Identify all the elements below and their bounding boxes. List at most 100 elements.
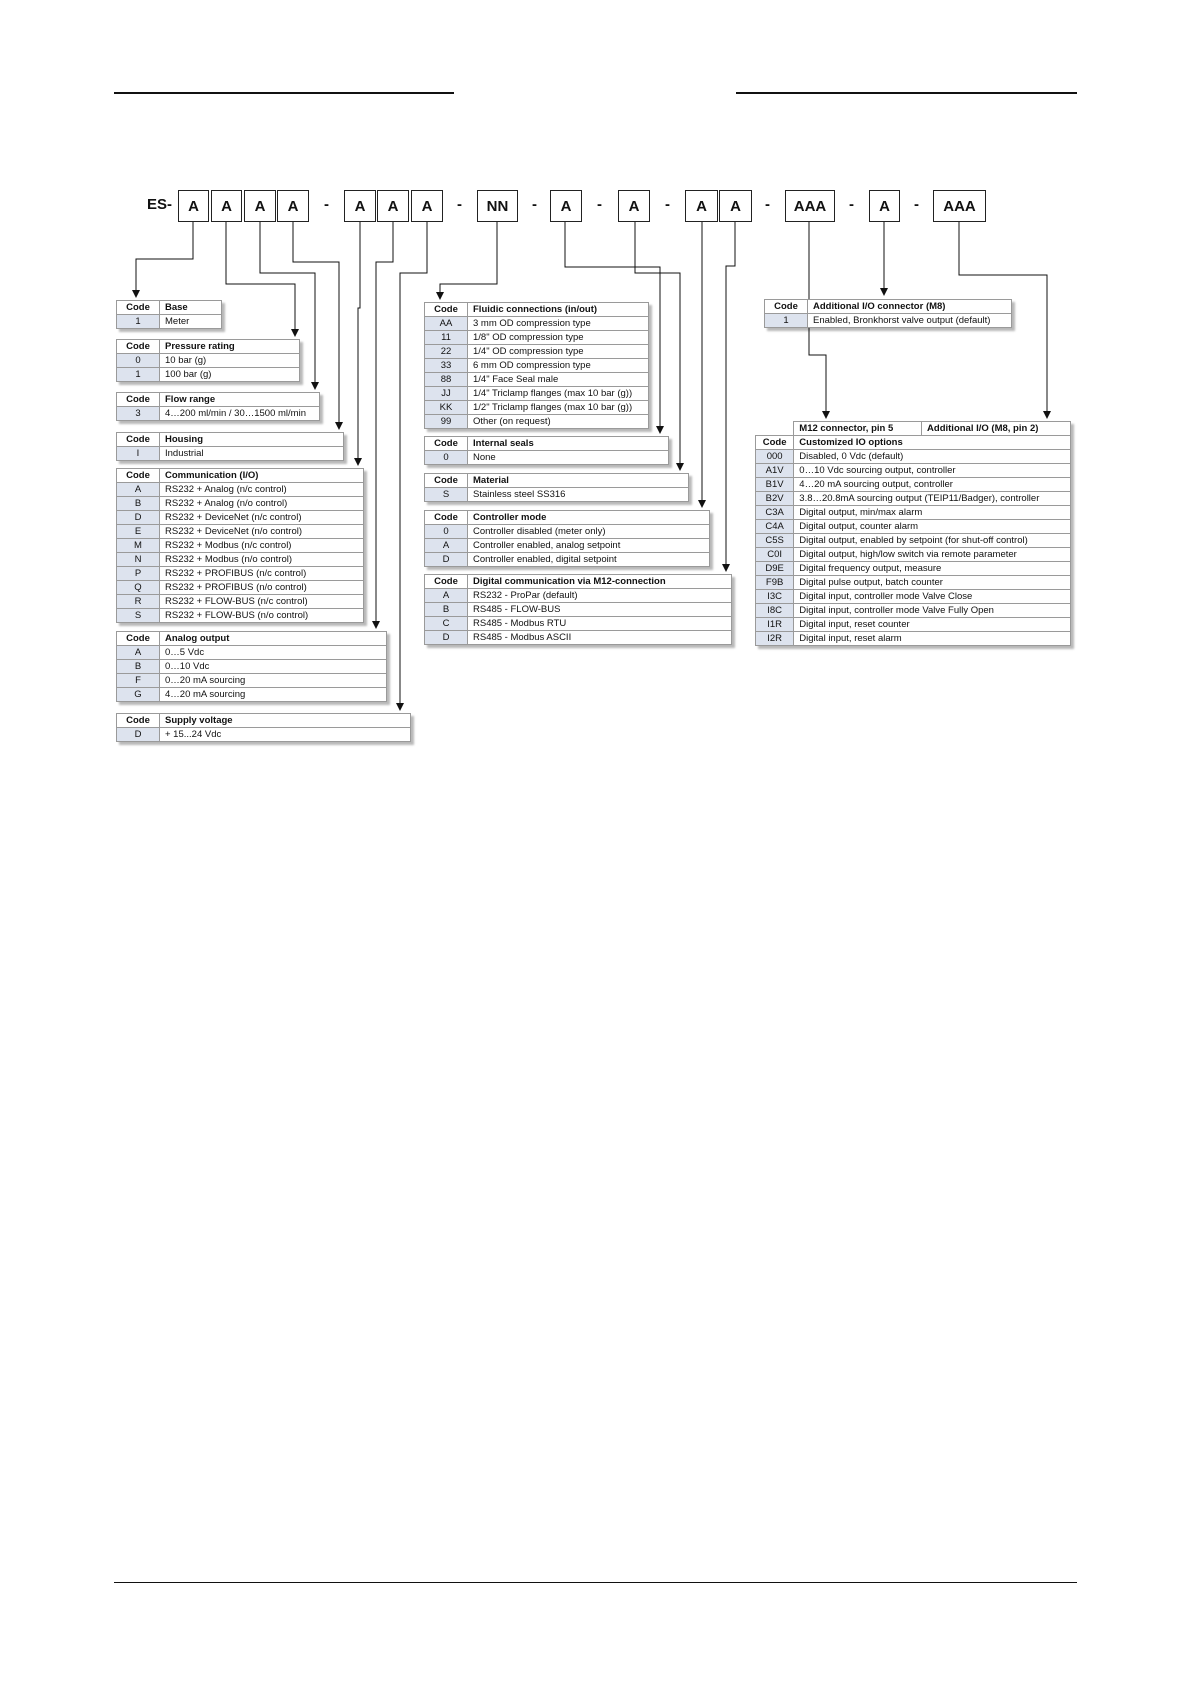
option-code: 0 [424,450,468,465]
table-title: Base [159,300,222,315]
table-row: D+ 15...24 Vdc [116,727,411,742]
code-column-header: Code [116,631,160,646]
wire-analog [372,222,394,629]
separator: - [765,196,770,213]
option-code: S [116,608,160,623]
wire-housing [292,222,343,430]
option-description: 6 mm OD compression type [467,358,649,373]
option-code: D [116,727,160,742]
option-description: 3.8…20.8mA sourcing output (TEIP11/Badge… [793,491,1071,506]
option-description: RS232 + Analog (n/c control) [159,482,364,497]
separator: - [457,196,462,213]
option-description: 0…5 Vdc [159,645,387,660]
option-description: Digital output, counter alarm [793,519,1071,534]
code-segment-custom-io: AAA [933,190,986,222]
option-description: RS485 - Modbus RTU [467,616,732,631]
m8-connector-heading: Additional I/O (M8, pin 2) [921,421,1071,436]
option-code: 000 [754,449,795,464]
wire-supply [396,222,428,711]
code-segment-digital: A [719,190,752,222]
option-code: F [116,673,160,688]
table-title: Controller mode [467,510,710,525]
wire-m12 [808,222,830,419]
code-segment-fluidic: NN [477,190,518,222]
separator: - [597,196,602,213]
option-description: Stainless steel SS316 [467,487,689,502]
option-code: 0 [116,353,160,368]
option-code: C5S [754,533,795,548]
option-description: Digital input, controller mode Valve Ful… [793,603,1071,618]
code-column-header: Code [424,436,468,451]
option-code: S [424,487,468,502]
option-code: R [116,594,160,609]
wire-digital [722,222,736,572]
option-description: Controller enabled, analog setpoint [467,538,710,553]
option-code: 1 [116,367,160,382]
option-code: D9E [754,561,795,576]
option-description: 3 mm OD compression type [467,316,649,331]
option-description: RS232 + Analog (n/o control) [159,496,364,511]
option-code: I [116,446,160,461]
option-code: Q [116,580,160,595]
option-code: 33 [424,358,468,373]
table-title: Material [467,473,689,488]
option-code: C [424,616,468,631]
wire-fluidic [436,222,498,300]
option-code: A [424,588,468,603]
option-description: 4…20 mA sourcing [159,687,387,702]
option-description: 10 bar (g) [159,353,300,368]
option-description: 100 bar (g) [159,367,300,382]
code-segment-controller: A [685,190,718,222]
wire-base [132,222,194,298]
option-code: A [116,482,160,497]
option-description: 4…200 ml/min / 30…1500 ml/min [159,406,320,421]
table-title: Housing [159,432,344,447]
option-code: A [424,538,468,553]
option-description: RS232 + Modbus (n/c control) [159,538,364,553]
option-description: RS232 + FLOW-BUS (n/o control) [159,608,364,623]
option-code: C4A [754,519,795,534]
option-description: Controller enabled, digital setpoint [467,552,710,567]
code-column-header: Code [116,432,160,447]
wire-pressure [225,222,299,337]
option-description: RS485 - FLOW-BUS [467,602,732,617]
option-description: Enabled, Bronkhorst valve output (defaul… [807,313,1012,328]
wire-communication [354,222,362,466]
table-title: Customized IO options [793,435,1071,450]
table-title: Flow range [159,392,320,407]
option-code: 88 [424,372,468,387]
option-description: 1/2" Triclamp flanges (max 10 bar (g)) [467,400,649,415]
option-code: 99 [424,414,468,429]
option-description: RS232 + PROFIBUS (n/o control) [159,580,364,595]
option-code: C3A [754,505,795,520]
option-code: M [116,538,160,553]
option-description: Digital frequency output, measure [793,561,1071,576]
option-code: D [424,630,468,645]
code-column-header: Code [764,299,808,314]
option-description: 1/8" OD compression type [467,330,649,345]
